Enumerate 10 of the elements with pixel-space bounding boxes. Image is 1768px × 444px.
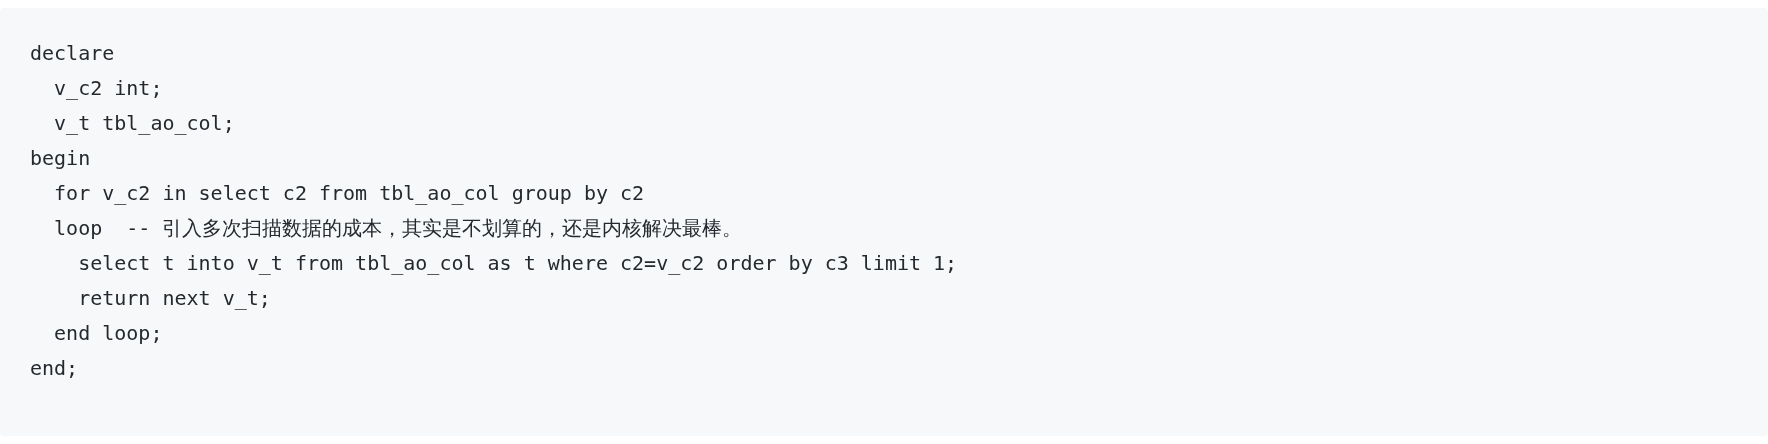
code-line: for v_c2 in select c2 from tbl_ao_col group by c2 [53,180,645,206]
code-line: declare [30,40,115,66]
code-line: loop -- 引入多次扫描数据的成本，其实是不划算的，还是内核解决最棒。 [53,215,743,241]
code-line: end loop; [53,320,163,346]
code-line: v_t tbl_ao_col; [53,110,235,136]
code-line: end; [30,355,79,381]
code-line: v_c2 int; [53,75,163,101]
code-line: select t into v_t from tbl_ao_col as t where c2=v_c2 order by c3 limit 1; [77,250,958,276]
code-line: return next v_t; [77,285,271,311]
code-line: begin [30,145,91,171]
